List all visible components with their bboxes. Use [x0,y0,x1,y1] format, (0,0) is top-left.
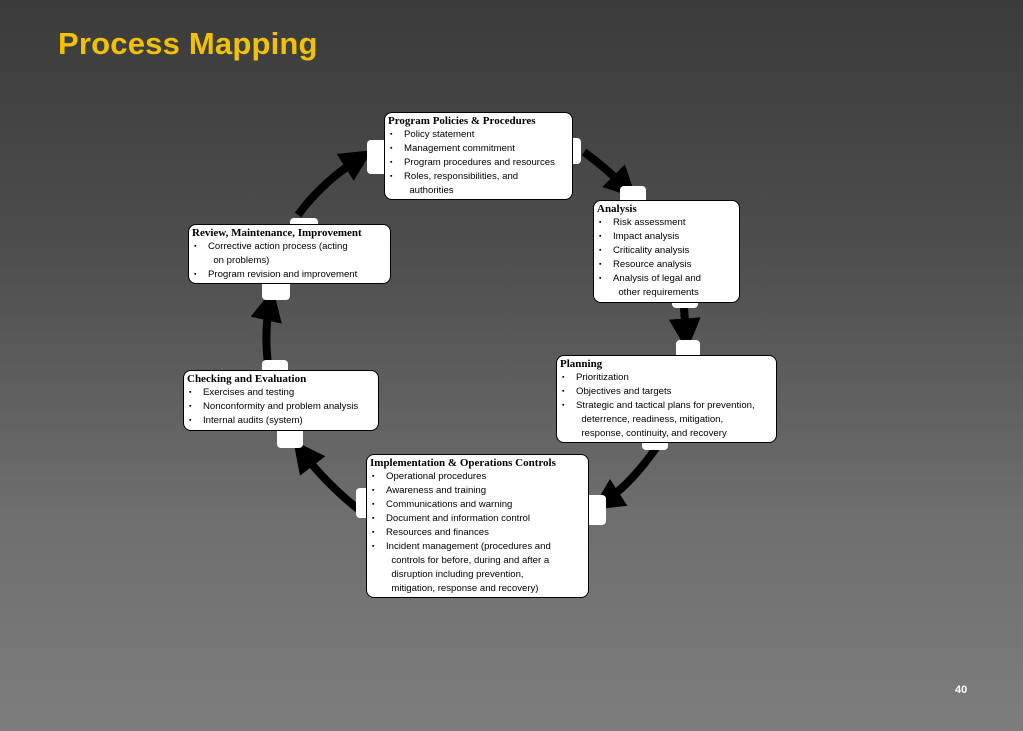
box-list: ▪ Risk assessment ▪ Impact analysis ▪ Critica… [597,216,734,300]
bullet-icon: ▪ [562,402,565,409]
bullet-icon: ▪ [562,374,565,381]
bullet-icon: ▪ [390,145,393,152]
bullet-icon: ▪ [372,529,375,536]
list-item: ▪ Analysis of legal and other requirement… [597,272,734,300]
list-item: ▪ Management commitment [388,142,567,156]
bullet-icon: ▪ [599,247,602,254]
bullet-icon: ▪ [194,243,197,250]
list-item-text: Corrective action process (acting on pro… [208,241,348,266]
list-item: ▪ Risk assessment [597,216,734,230]
list-item-text: Policy statement [404,129,475,140]
bullet-icon: ▪ [372,487,375,494]
bullet-icon: ▪ [189,403,192,410]
bullet-icon: ▪ [189,389,192,396]
list-item: ▪ Awareness and training [370,484,583,498]
list-item-text: Risk assessment [613,217,686,228]
list-item-text: Program procedures and resources [404,157,555,168]
list-item: ▪ Criticality analysis [597,244,734,258]
arrow-checking-to-review [250,288,282,365]
bullet-icon: ▪ [189,417,192,424]
box-heading: Review, Maintenance, Improvement [192,227,362,239]
arrow-analysis-to-planning [668,307,701,351]
box-program-policies: Program Policies & Procedures ▪ Policy st… [384,112,573,200]
list-item-text: Communications and warning [386,499,513,510]
list-item-text: Awareness and training [386,485,487,496]
list-item: ▪ Impact analysis [597,230,734,244]
list-item-text: Exercises and testing [203,387,295,398]
box-list: ▪Policy statement▪Management commitment▪… [388,128,567,198]
bullet-icon: ▪ [599,233,602,240]
list-item-text: Strategic and tactical plans for prevent… [576,400,755,439]
list-item: ▪ Nonconformity and problem analysis [187,400,373,414]
list-item: ▪ Exercises and testing [187,386,373,400]
list-item-text: Program revision and improvement [208,269,358,280]
list-item-text: Resource analysis [613,259,692,270]
list-item-text: Operational procedures [386,471,487,482]
list-item: ▪ Strategic and tactical plans for preven… [560,399,771,441]
box-heading: Program Policies & Procedures [388,115,536,127]
bullet-icon: ▪ [372,473,375,480]
arrow-review-to-policies [294,150,373,218]
list-item: ▪ Policy statement [388,128,567,142]
box-checking-evaluation: Checking and Evaluation ▪ Exercises and t… [183,370,379,431]
box-list: ▪ Exercises and testing ▪ Nonconformity and… [187,386,373,428]
list-item: ▪ Program revision and improvement [192,268,385,282]
list-item-text: Objectives and targets [576,386,672,397]
box-heading: Checking and Evaluation [187,373,307,385]
arrow-policies-to-analysis [581,148,637,199]
connector-tab [367,140,387,174]
box-list: ▪ Prioritization ▪ Objectives and targets ▪ S… [560,371,771,441]
box-analysis: Analysis ▪ Risk assessment ▪ Impact analysi… [593,200,740,303]
bullet-icon: ▪ [390,159,393,166]
arrow-planning-to-implementation [591,445,660,510]
list-item: ▪ Operational procedures [370,470,583,484]
list-item: ▪ Resource analysis [597,258,734,272]
bullet-icon: ▪ [390,173,393,180]
box-heading: Planning [560,358,603,370]
bullet-icon: ▪ [372,515,375,522]
box-planning: Planning ▪ Prioritization ▪ Objectives and … [556,355,777,443]
list-item-text: Incident management (procedures and cont… [386,541,551,594]
box-heading: Analysis [597,203,637,215]
box-heading: Implementation & Operations Controls [370,457,556,469]
bullet-icon: ▪ [194,271,197,278]
list-item-text: Roles, responsibilities, and authorities [404,171,519,196]
slide-title: Process Mapping [58,26,318,61]
bullet-icon: ▪ [372,543,375,550]
list-item: ▪ Corrective action process (acting on pr… [192,240,385,268]
list-item-text: Analysis of legal and other requirements [613,273,701,298]
arrow-implementation-to-checking [293,440,365,516]
bullet-icon: ▪ [599,261,602,268]
bullet-icon: ▪ [390,131,393,138]
box-list: ▪ Operational procedures ▪ Awareness and tr… [370,470,583,596]
list-item: ▪ Roles, responsibilities, and authoritie… [388,170,567,198]
list-item-text: Prioritization [576,372,629,383]
bullet-icon: ▪ [599,275,602,282]
list-item: ▪ Document and information control [370,512,583,526]
list-item: ▪ Resources and finances [370,526,583,540]
list-item: ▪ Objectives and targets [560,385,771,399]
list-item-text: Document and information control [386,513,530,524]
list-item: ▪ Incident management (procedures and con… [370,540,583,596]
list-item-text: Resources and finances [386,527,489,538]
bullet-icon: ▪ [562,388,565,395]
list-item: ▪ Program procedures and resources [388,156,567,170]
connector-tab [620,186,646,204]
box-list: ▪ Corrective action process (acting on pr… [192,240,385,282]
connector-tab [676,340,700,358]
list-item-text: Nonconformity and problem analysis [203,401,359,412]
list-item-text: Internal audits (system) [203,415,303,426]
bullet-icon: ▪ [599,219,602,226]
list-item: ▪ Prioritization [560,371,771,385]
list-item-text: Criticality analysis [613,245,690,256]
list-item-text: Impact analysis [613,231,680,242]
box-implementation: Implementation & Operations Controls ▪ Op… [366,454,589,598]
list-item: ▪ Internal audits (system) [187,414,373,428]
box-review-maintenance: Review, Maintenance, Improvement ▪ Correc… [188,224,391,284]
page-number: 40 [955,684,968,696]
bullet-icon: ▪ [372,501,375,508]
list-item-text: Management commitment [404,143,515,154]
list-item: ▪ Communications and warning [370,498,583,512]
